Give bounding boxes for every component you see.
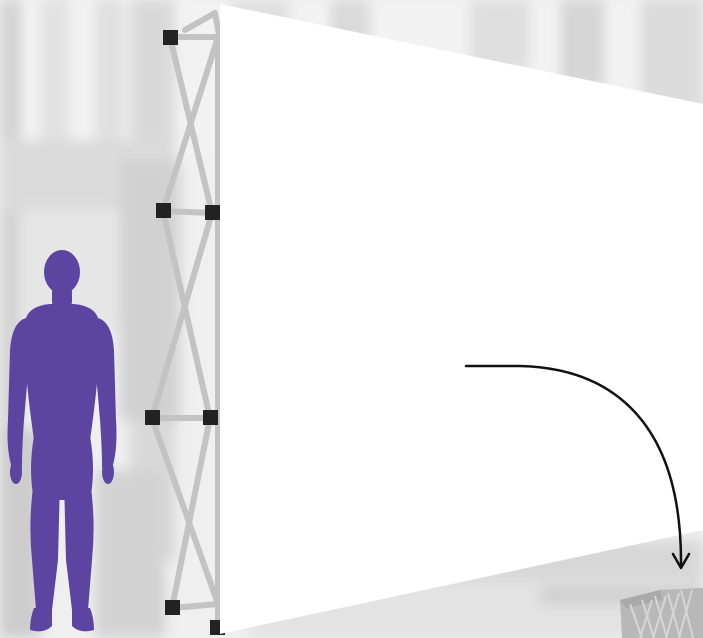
connector-hub xyxy=(145,410,160,425)
connector-hub xyxy=(163,30,178,45)
connector-hub xyxy=(205,205,220,220)
connector-hub xyxy=(203,410,218,425)
connector-hub xyxy=(156,203,171,218)
connector-hub xyxy=(165,600,180,615)
graphic-panel xyxy=(220,4,703,634)
